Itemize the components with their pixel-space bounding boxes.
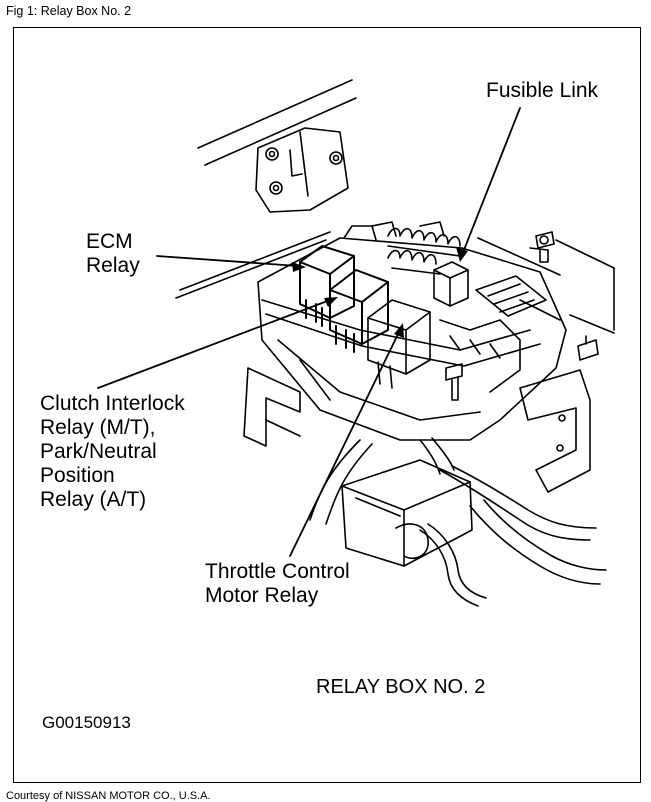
fusible-link-block — [433, 261, 469, 307]
fusible-link-coils — [387, 227, 461, 275]
clutch-interlock-label-line: Relay (M/T), — [40, 416, 156, 439]
ecm-relay-label: ECM Relay — [86, 230, 140, 278]
throttle-control-label: Throttle Control Motor Relay — [205, 560, 350, 608]
clutch-interlock-label-line: Park/Neutral — [40, 440, 157, 463]
diagram-title: RELAY BOX NO. 2 — [316, 676, 486, 698]
relay-box-housing — [257, 221, 567, 441]
mounting-bracket — [255, 127, 349, 213]
figure-caption: Fig 1: Relay Box No. 2 — [6, 4, 132, 18]
throttle-control-label-line: Motor Relay — [205, 584, 319, 607]
arrowheads — [292, 247, 468, 338]
ecm-relay-label-line: Relay — [86, 254, 140, 277]
leader-lines — [97, 107, 521, 557]
clutch-interlock-label-line: Position — [40, 464, 115, 487]
fusible-link-label: Fusible Link — [486, 79, 599, 102]
left-bracket — [243, 367, 301, 447]
wire-harness-connector — [309, 437, 607, 607]
clutch-interlock-label-line: Relay (A/T) — [40, 488, 147, 511]
ecm-relay-label-line: ECM — [86, 230, 133, 253]
clutch-interlock-label: Clutch Interlock Relay (M/T), Park/Neutr… — [40, 392, 185, 512]
throttle-control-label-line: Throttle Control — [205, 560, 350, 583]
body-panel-outline — [175, 79, 615, 334]
housing-bolt — [445, 363, 463, 401]
figure-code: G00150913 — [42, 713, 131, 732]
clutch-interlock-label-line: Clutch Interlock — [40, 392, 185, 415]
courtesy-note: Courtesy of NISSAN MOTOR CO., U.S.A. — [6, 790, 211, 802]
bolt — [529, 231, 555, 263]
right-bracket — [519, 335, 599, 493]
clutch-interlock-relay — [329, 269, 389, 353]
figure-frame — [13, 27, 641, 783]
